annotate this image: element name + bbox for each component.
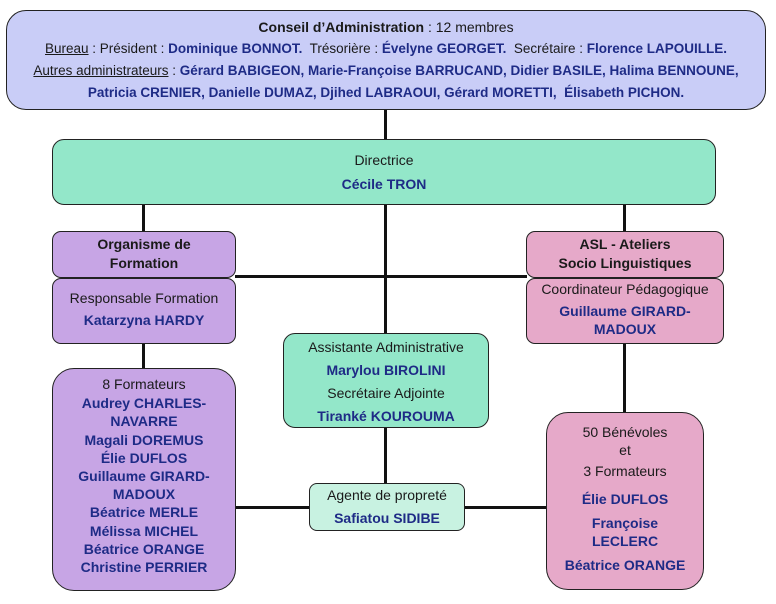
asl-coordinator-name-2: MADOUX	[593, 321, 657, 337]
assistant-role-1: Assistante Administrative	[308, 339, 464, 355]
volunteers-line3: 3 Formateurs	[583, 463, 667, 479]
formation-trainer-name: Guillaume GIRARD-	[78, 468, 210, 485]
asl-coordinator-name-1: Guillaume GIRARD-	[559, 303, 691, 319]
director-name: Cécile TRON	[341, 176, 427, 192]
formation-title-line2: Formation	[109, 255, 179, 271]
formation-trainer-name: Béatrice ORANGE	[83, 540, 205, 557]
others-names-2: Patricia CRENIER, Danielle DUMAZ, Djihed…	[87, 85, 685, 100]
treasurer-name: Évelyne GEORGET.	[381, 41, 507, 56]
asl-trainer-name: Élie DUFLOS	[581, 491, 669, 507]
council-count: : 12 membres	[424, 19, 514, 35]
formation-responsable-box: Responsable Formation Katarzyna HARDY	[52, 278, 236, 344]
treasurer-label: Trésorière :	[302, 41, 382, 56]
connector-trainers-cleaning	[235, 506, 309, 509]
connector-assistant-cleaning	[384, 427, 387, 484]
cleaning-box: Agente de propreté Safiatou SIDIBE	[309, 483, 465, 531]
cleaning-name: Safiatou SIDIBE	[334, 510, 440, 526]
cleaning-role: Agente de propreté	[327, 487, 447, 503]
director-box: Directrice Cécile TRON	[52, 139, 716, 205]
council-title: Conseil d’Administration	[258, 19, 425, 35]
formation-trainer-name: NAVARRE	[110, 413, 178, 430]
formation-title-box: Organisme de Formation	[52, 231, 236, 278]
asl-trainer-name: LECLERC	[591, 533, 659, 549]
others-names-1: Gérard BABIGEON, Marie-Françoise BARRUCA…	[179, 63, 739, 78]
volunteers-line2: et	[619, 442, 631, 458]
asl-trainer-name: Françoise	[591, 515, 659, 531]
connector-director-formation	[142, 204, 145, 232]
connector-council-director	[384, 110, 387, 139]
others-sep: :	[168, 63, 180, 78]
formation-title-line1: Organisme de	[97, 236, 191, 252]
connector-formation-asl	[235, 275, 527, 278]
bureau-label: Bureau	[45, 41, 89, 56]
formation-trainer-name: Magali DOREMUS	[84, 431, 204, 448]
assistant-name-1: Marylou BIROLINI	[326, 362, 446, 378]
assistant-box: Assistante Administrative Marylou BIROLI…	[283, 333, 489, 428]
asl-coordinator-box: Coordinateur Pédagogique Guillaume GIRAR…	[526, 278, 724, 344]
connector-director-asl	[623, 204, 626, 232]
president-label: : Président :	[88, 41, 169, 56]
council-bureau-line: Bureau : Président : Dominique BONNOT. T…	[7, 38, 765, 60]
asl-title-box: ASL - Ateliers Socio Linguistiques	[526, 231, 724, 278]
asl-role: Coordinateur Pédagogique	[541, 281, 709, 297]
formation-trainer-name: Mélissa MICHEL	[89, 522, 199, 539]
council-others-line2: Patricia CRENIER, Danielle DUMAZ, Djihed…	[7, 82, 765, 104]
formation-trainer-name: Béatrice MERLE	[89, 504, 199, 521]
asl-title-line1: ASL - Ateliers	[579, 236, 671, 252]
connector-cleaning-volunteers	[464, 506, 546, 509]
secretary-name: Florence LAPOUILLE.	[586, 41, 727, 56]
asl-trainer-name: Béatrice ORANGE	[564, 557, 686, 573]
formation-trainer-name: Élie DUFLOS	[100, 449, 188, 466]
formation-trainer-name: Christine PERRIER	[80, 559, 208, 576]
council-box: Conseil d’Administration : 12 membres Bu…	[6, 10, 766, 110]
president-name: Dominique BONNOT.	[168, 41, 303, 56]
asl-volunteers-box: 50 Bénévoles et 3 Formateurs Élie DUFLOS…	[546, 412, 704, 590]
secretary-label: Secrétaire :	[506, 41, 587, 56]
connector-asl-volunteers	[623, 343, 626, 413]
council-header: Conseil d’Administration : 12 membres	[7, 16, 765, 38]
formation-role: Responsable Formation	[69, 290, 219, 306]
assistant-role-2: Secrétaire Adjointe	[327, 385, 445, 401]
director-role: Directrice	[354, 152, 414, 168]
formation-trainer-name: Audrey CHARLES-	[81, 395, 207, 412]
asl-title-line2: Socio Linguistiques	[558, 255, 692, 271]
assistant-name-2: Tiranké KOUROUMA	[317, 408, 455, 424]
others-label: Autres administrateurs	[33, 63, 169, 78]
connector-director-center	[384, 204, 387, 334]
formation-name: Katarzyna HARDY	[83, 312, 205, 328]
volunteers-line1: 50 Bénévoles	[582, 424, 668, 440]
connector-formation-trainers	[142, 343, 145, 369]
council-others-line1: Autres administrateurs : Gérard BABIGEON…	[7, 60, 765, 82]
formation-trainers-title: 8 Formateurs	[102, 376, 186, 392]
formation-trainer-name: MADOUX	[112, 486, 176, 503]
